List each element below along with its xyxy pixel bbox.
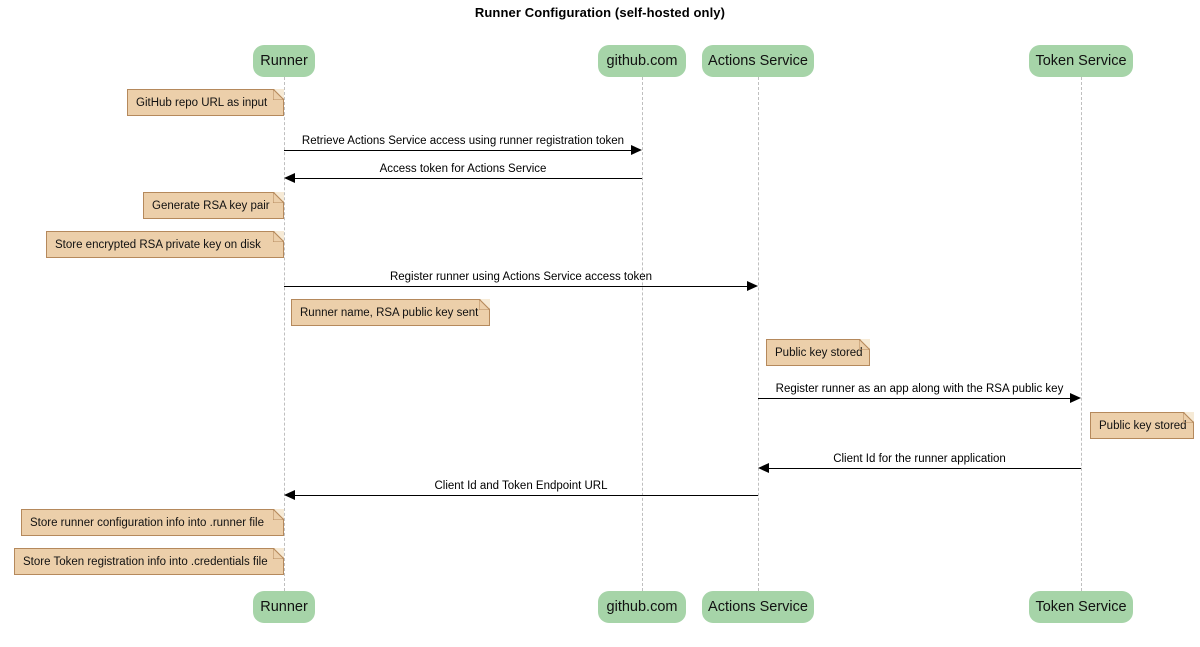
note-store-token-registration: Store Token registration info into .cred… <box>14 548 284 575</box>
note-text: GitHub repo URL as input <box>136 96 268 109</box>
participant-label: Runner <box>260 53 308 69</box>
note-fold-icon <box>274 548 284 558</box>
lifeline-actions <box>758 77 759 591</box>
note-text: Public key stored <box>775 346 863 359</box>
message-arrowhead-4 <box>1070 393 1081 403</box>
message-label-2: Access token for Actions Service <box>379 163 547 175</box>
message-arrowhead-2 <box>284 173 295 183</box>
message-label-5: Client Id for the runner application <box>833 453 1006 465</box>
note-text: Store Token registration info into .cred… <box>23 555 268 568</box>
participant-token-top[interactable]: Token Service <box>1029 45 1133 77</box>
lifeline-github <box>642 77 643 591</box>
note-public-key-stored-token: Public key stored <box>1090 412 1194 439</box>
note-fold-icon <box>274 509 284 519</box>
message-arrowhead-6 <box>284 490 295 500</box>
participant-token-bottom[interactable]: Token Service <box>1029 591 1133 623</box>
lifeline-runner <box>284 77 285 591</box>
note-fold-icon <box>274 89 284 99</box>
note-generate-rsa-key-pair: Generate RSA key pair <box>143 192 284 219</box>
message-arrowhead-3 <box>747 281 758 291</box>
participant-runner-bottom[interactable]: Runner <box>253 591 315 623</box>
participant-label: github.com <box>606 53 678 69</box>
participant-actions-top[interactable]: Actions Service <box>702 45 814 77</box>
participant-label: Token Service <box>1035 599 1127 615</box>
participant-github-top[interactable]: github.com <box>598 45 686 77</box>
note-runner-name-public-key: Runner name, RSA public key sent <box>291 299 490 326</box>
message-label-3: Register runner using Actions Service ac… <box>389 271 653 283</box>
message-line-5 <box>769 468 1081 469</box>
participant-label: Token Service <box>1035 53 1127 69</box>
diagram-title: Runner Configuration (self-hosted only) <box>474 5 726 20</box>
participant-label: Runner <box>260 599 308 615</box>
participant-label: github.com <box>606 599 678 615</box>
note-public-key-stored-actions: Public key stored <box>766 339 870 366</box>
participant-runner-top[interactable]: Runner <box>253 45 315 77</box>
message-line-3 <box>284 286 747 287</box>
message-arrowhead-1 <box>631 145 642 155</box>
message-line-6 <box>295 495 758 496</box>
message-line-4 <box>758 398 1070 399</box>
note-fold-icon <box>860 339 870 349</box>
message-line-2 <box>295 178 642 179</box>
note-text: Store runner configuration info into .ru… <box>30 516 264 529</box>
participant-label: Actions Service <box>708 53 808 69</box>
message-arrowhead-5 <box>758 463 769 473</box>
message-label-1: Retrieve Actions Service access using ru… <box>301 135 625 147</box>
participant-label: Actions Service <box>708 599 808 615</box>
note-text: Runner name, RSA public key sent <box>300 306 479 319</box>
note-store-encrypted-private-key: Store encrypted RSA private key on disk <box>46 231 284 258</box>
message-line-1 <box>284 150 631 151</box>
note-github-repo-url: GitHub repo URL as input <box>127 89 284 116</box>
note-store-runner-config: Store runner configuration info into .ru… <box>21 509 284 536</box>
participant-github-bottom[interactable]: github.com <box>598 591 686 623</box>
lifeline-token <box>1081 77 1082 591</box>
note-text: Generate RSA key pair <box>152 199 270 212</box>
message-label-6: Client Id and Token Endpoint URL <box>434 480 608 492</box>
note-fold-icon <box>480 299 490 309</box>
participant-actions-bottom[interactable]: Actions Service <box>702 591 814 623</box>
message-label-4: Register runner as an app along with the… <box>775 383 1064 395</box>
note-text: Public key stored <box>1099 419 1187 432</box>
note-fold-icon <box>1184 412 1194 422</box>
note-fold-icon <box>274 192 284 202</box>
note-fold-icon <box>274 231 284 241</box>
note-text: Store encrypted RSA private key on disk <box>55 238 261 251</box>
